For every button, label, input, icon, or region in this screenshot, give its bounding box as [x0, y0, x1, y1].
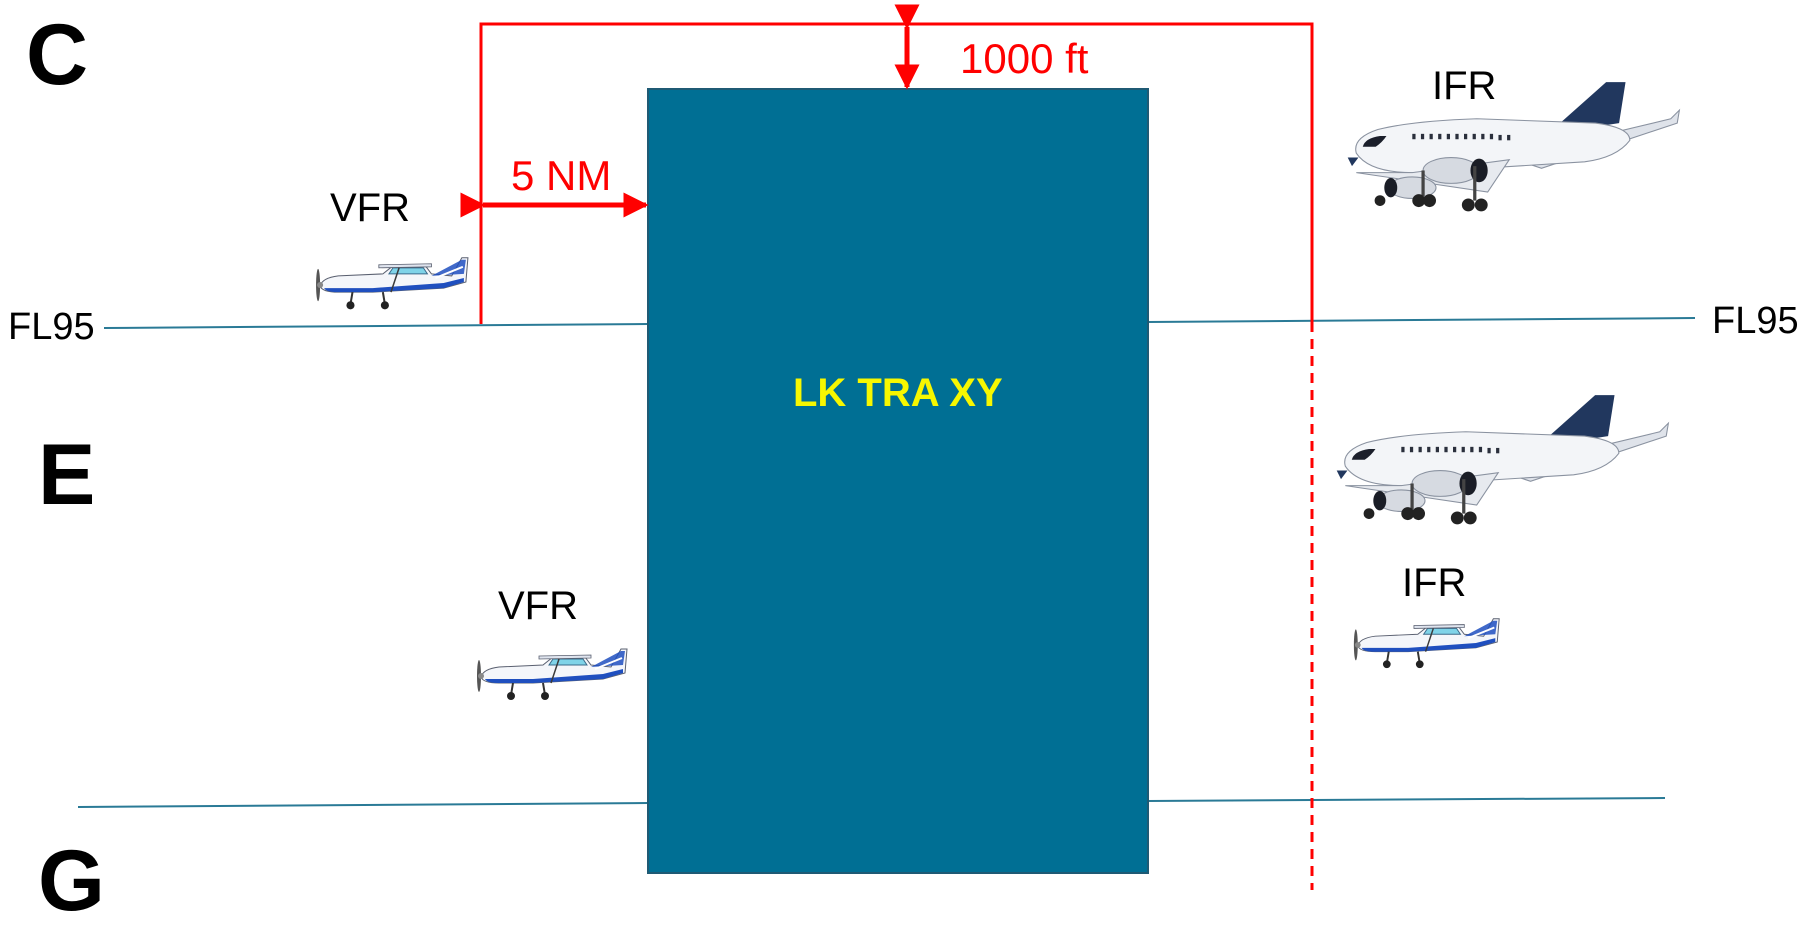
fl95-line-right: [1147, 317, 1696, 323]
flight-level-label-left: FL95: [8, 306, 95, 348]
lower-boundary-line-right: [1147, 797, 1666, 802]
small-plane-icon: [314, 256, 469, 311]
jet-airliner-icon: [1346, 80, 1682, 214]
airspace-class-middle: E: [38, 427, 96, 523]
lower-boundary-line-left: [77, 802, 649, 808]
vfr-label-lower: VFR: [498, 584, 578, 628]
airspace-class-lower: G: [38, 833, 105, 929]
jet-airliner-icon: [1335, 393, 1671, 527]
tra-zone-block: [647, 88, 1149, 874]
vfr-label-upper: VFR: [330, 186, 410, 230]
small-plane-icon: [1352, 617, 1501, 670]
airspace-class-upper: C: [26, 7, 89, 103]
vertical-buffer-label: 1000 ft: [960, 35, 1089, 82]
zone-name-label: LK TRA XY: [793, 371, 1003, 415]
fl95-line-left: [103, 323, 649, 329]
horizontal-buffer-label: 5 NM: [511, 152, 612, 199]
ifr-label-lower: IFR: [1402, 561, 1467, 605]
ifr-label-upper: IFR: [1432, 64, 1497, 108]
flight-level-label-right: FL95: [1712, 300, 1799, 342]
small-plane-icon: [475, 647, 629, 702]
